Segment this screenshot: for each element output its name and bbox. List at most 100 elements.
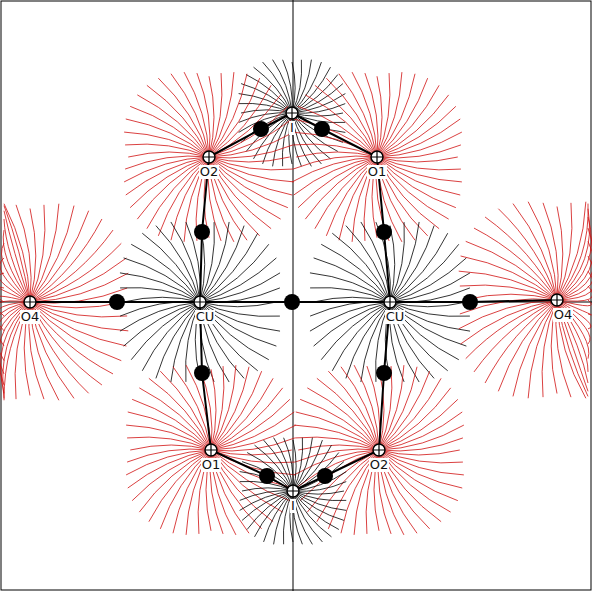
gradient-path xyxy=(292,62,295,113)
gradient-path xyxy=(130,106,209,157)
gradient-path xyxy=(293,491,322,542)
nucleus-marker xyxy=(371,151,383,163)
gradient-path xyxy=(498,209,557,300)
gradient-path xyxy=(498,300,557,391)
gradient-path xyxy=(158,78,209,157)
gradient-path xyxy=(209,78,260,157)
gradient-path xyxy=(197,73,210,157)
gradient-path xyxy=(30,230,113,302)
nucleus-cross xyxy=(373,444,385,456)
gradient-path xyxy=(4,211,30,302)
gradient-path xyxy=(273,60,292,113)
atom-label: CU xyxy=(195,310,216,324)
gradient-path xyxy=(124,157,209,182)
gradient-path xyxy=(307,388,379,450)
atom-label: I xyxy=(289,121,295,135)
gradient-path xyxy=(390,288,470,303)
gradient-path xyxy=(379,378,441,450)
gradient-path xyxy=(263,62,292,113)
gradient-path xyxy=(240,491,293,510)
gradient-path xyxy=(485,300,557,383)
gradient-path xyxy=(156,302,200,378)
bond-path xyxy=(293,450,379,491)
gradient-path xyxy=(377,132,462,157)
gradient-path xyxy=(120,302,200,317)
gradient-path xyxy=(149,378,211,450)
gradient-path xyxy=(147,85,209,157)
gradient-path xyxy=(557,256,592,300)
gradient-path xyxy=(242,491,293,520)
atom-label: O1 xyxy=(367,165,388,179)
gradient-path xyxy=(241,84,292,113)
critical-point xyxy=(259,468,275,484)
gradient-path xyxy=(528,202,557,300)
gradient-path xyxy=(305,95,377,157)
gradient-path xyxy=(466,300,557,359)
gradient-path xyxy=(137,95,209,157)
gradient-path xyxy=(132,399,211,450)
gradient-path xyxy=(30,211,89,302)
gradient-path xyxy=(390,226,434,302)
gradient-path xyxy=(242,488,293,491)
nucleus-marker xyxy=(203,151,215,163)
nucleus-cross xyxy=(551,294,563,306)
nucleus-cross xyxy=(384,296,396,308)
gradient-path xyxy=(200,302,276,346)
gradient-path xyxy=(379,450,462,488)
gradient-path xyxy=(390,258,466,302)
gradient-path xyxy=(377,157,456,208)
gradient-path xyxy=(30,302,102,385)
gradient-path xyxy=(293,440,296,491)
gradient-path xyxy=(461,256,557,300)
gradient-path xyxy=(292,104,345,114)
gradient-path xyxy=(314,302,390,346)
gradient-path xyxy=(209,157,292,195)
gradient-path xyxy=(132,450,211,501)
gradient-path xyxy=(292,157,377,182)
critical-point xyxy=(376,365,392,381)
gradient-path xyxy=(557,271,592,300)
gradient-path xyxy=(377,157,460,195)
nucleus-marker xyxy=(24,296,36,308)
gradient-path xyxy=(200,258,276,302)
gradient-path xyxy=(120,302,200,331)
gradient-path xyxy=(379,450,458,501)
gradient-path xyxy=(339,74,377,157)
gradient-path xyxy=(127,449,211,462)
atom-label: CU xyxy=(385,310,406,324)
gradient-path xyxy=(314,258,390,302)
gradient-path xyxy=(186,365,211,450)
bond-path xyxy=(292,113,377,157)
gradient-path xyxy=(16,205,31,302)
nucleus-marker xyxy=(551,294,563,306)
gradient-path xyxy=(310,302,390,317)
gradient-path xyxy=(211,412,294,450)
gradient-path xyxy=(30,302,113,374)
gradient-path xyxy=(30,243,121,302)
gradient-path xyxy=(124,258,200,302)
gradient-path xyxy=(211,399,290,450)
gradient-path xyxy=(557,217,591,300)
gradient-path xyxy=(377,85,439,157)
gradient-path xyxy=(156,226,200,302)
gradient-path xyxy=(124,302,200,346)
nucleus-marker xyxy=(384,296,396,308)
gradient-path xyxy=(30,302,126,346)
gradient-path xyxy=(128,450,211,488)
gradient-path xyxy=(209,74,247,157)
gradient-path xyxy=(125,156,209,169)
nucleus-cross xyxy=(194,296,206,308)
gradient-path xyxy=(184,72,209,157)
gradient-path xyxy=(377,95,449,157)
gradient-path xyxy=(390,302,466,346)
gradient-path xyxy=(294,157,377,195)
gradient-path xyxy=(365,73,378,157)
gradient-path xyxy=(200,288,280,303)
gradient-path xyxy=(296,412,379,450)
gradient-path xyxy=(377,74,415,157)
gradient-path xyxy=(352,72,377,157)
gradient-path xyxy=(557,228,592,300)
